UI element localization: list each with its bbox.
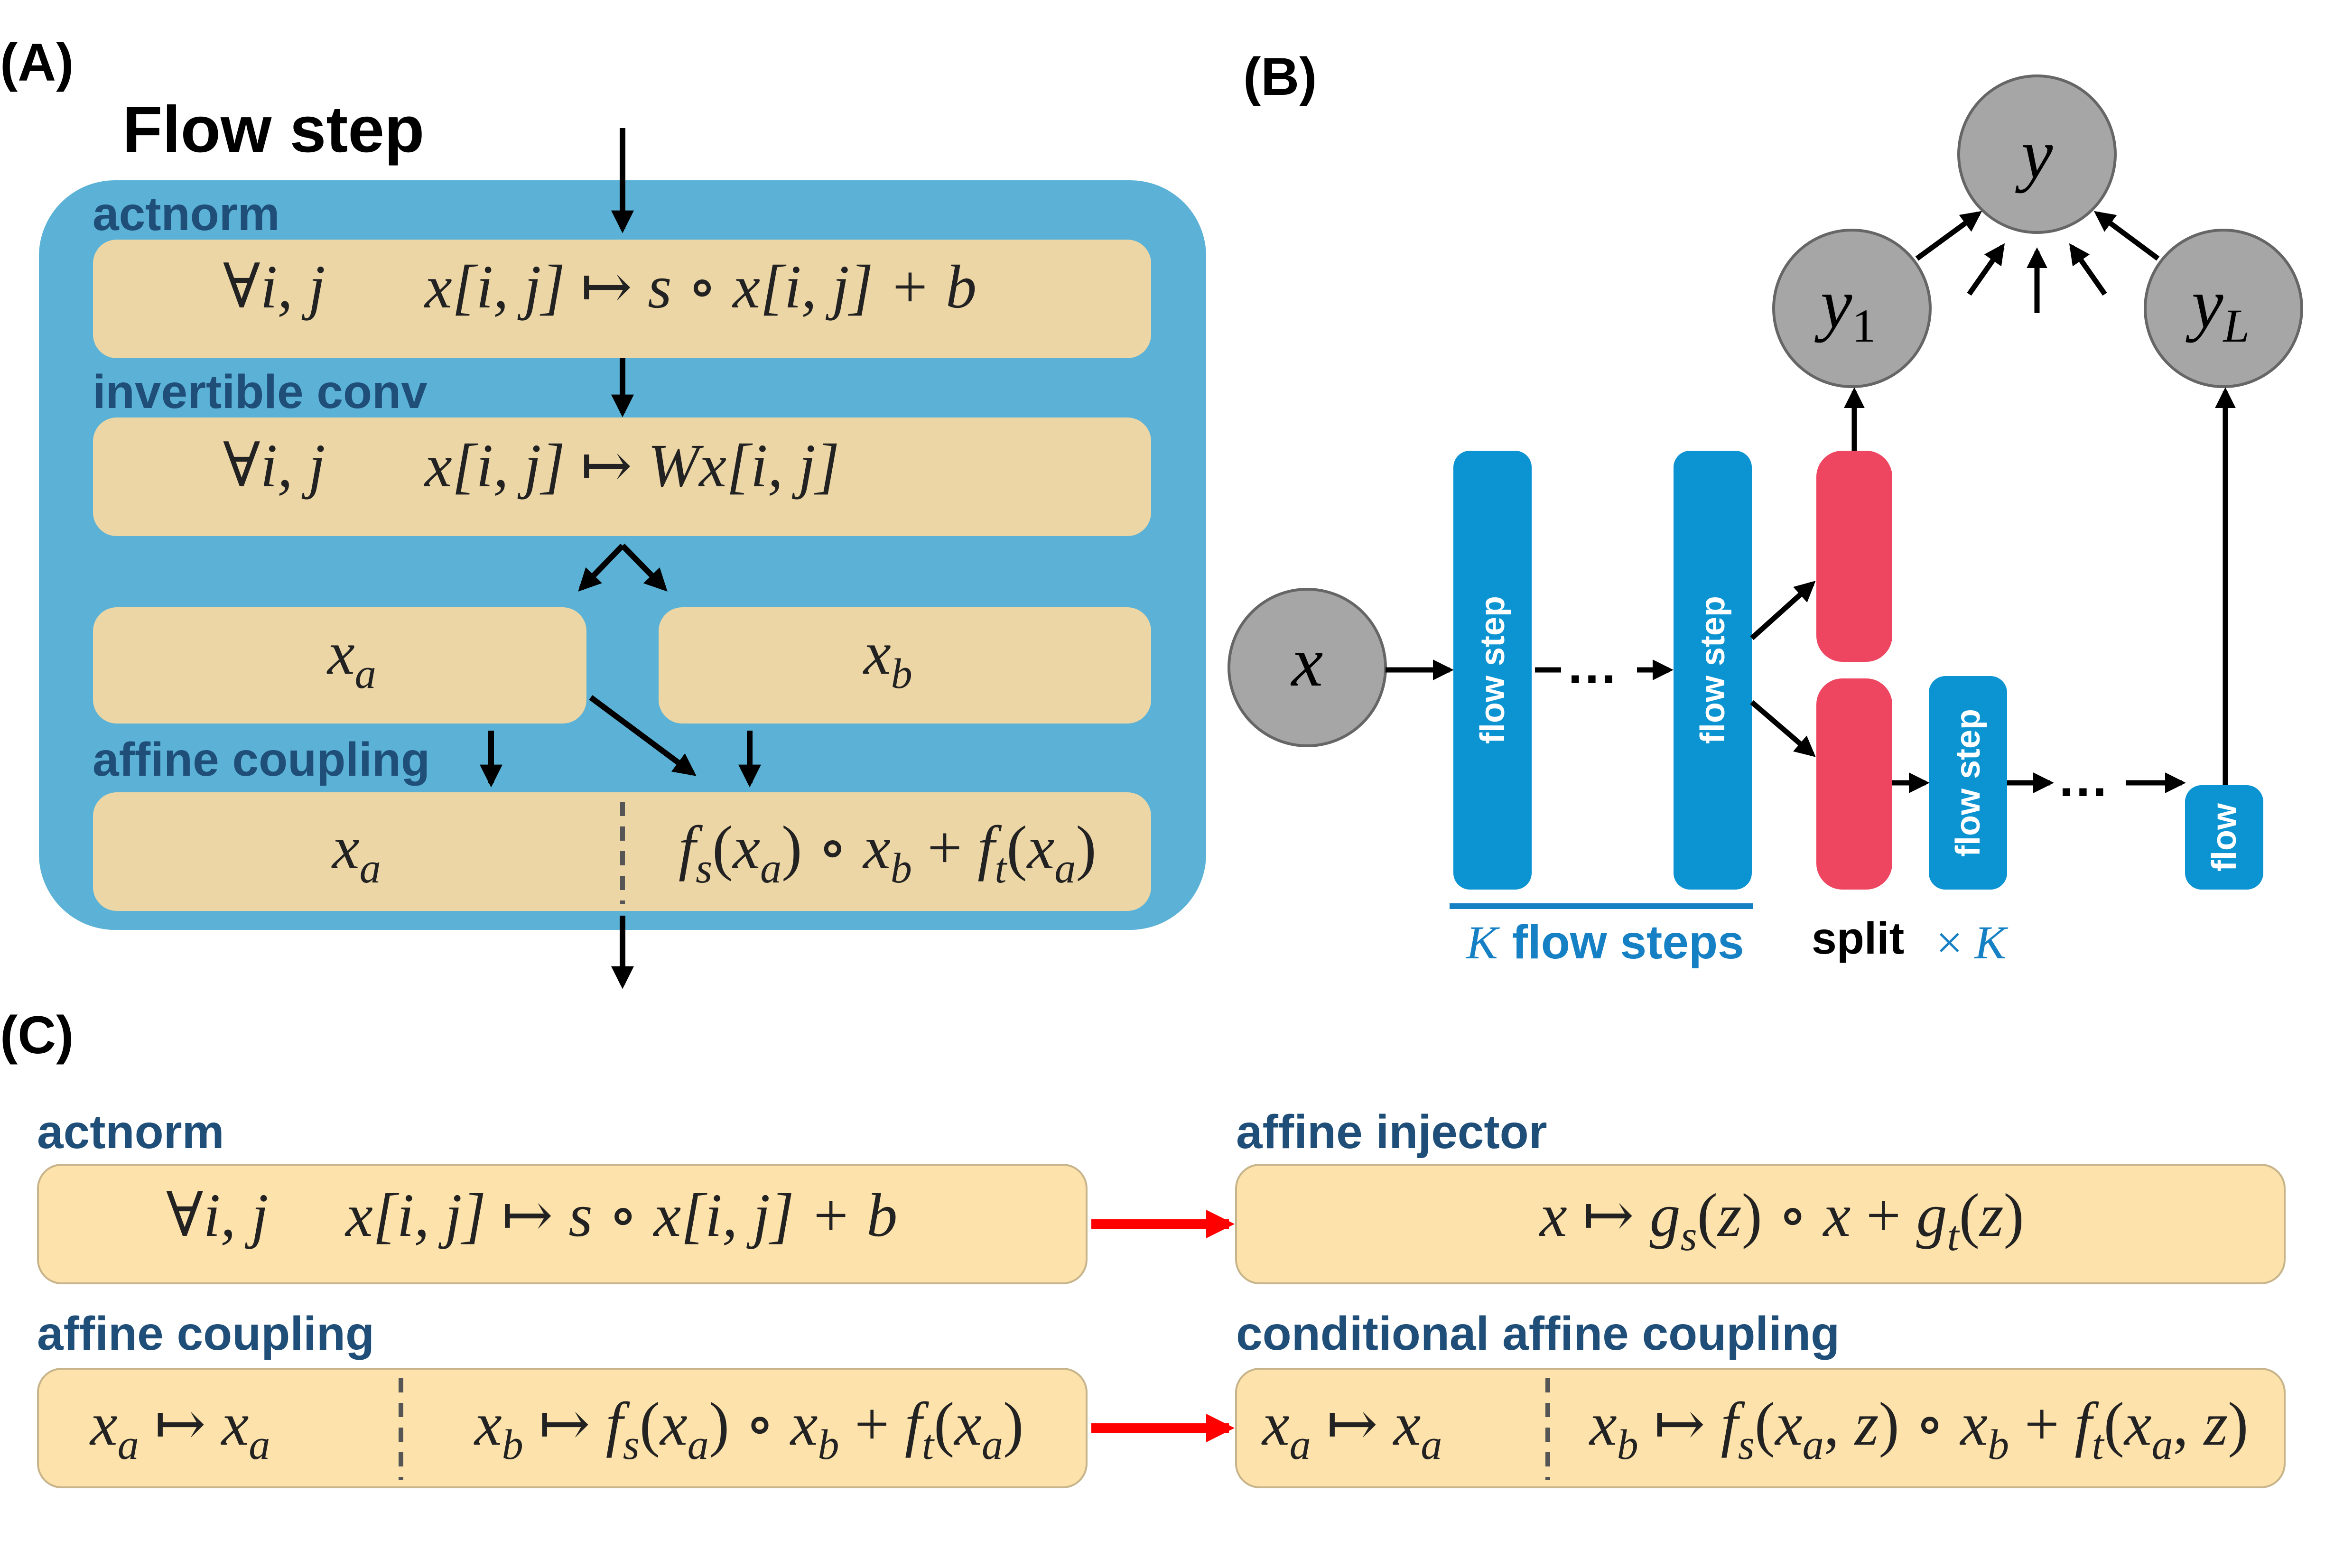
conditional-coupling-label: conditional affine coupling [1236,1307,1840,1360]
affine-injector-box [1235,1164,2286,1284]
split-block-top [1816,451,1892,662]
arrow-mid1-y [1967,243,2005,296]
flow-step-title: Flow step [122,93,424,166]
caption-split: split [1812,913,1904,964]
flow-step-block-1 [1453,451,1532,890]
affine-coupling-label: affine coupling [93,733,430,786]
arrow-y1-y [1915,211,1982,261]
flow-step-block-1-label: flow step [1474,596,1512,744]
arrow-yL-y [2093,211,2160,261]
dots-between-steps: … [1566,636,1618,695]
node-x-label: x [1291,622,1323,701]
arrow-mid3-y [2069,243,2107,296]
conditional-coupling-box [1235,1368,2286,1488]
conv-quantifier: ∀i, j [223,432,326,500]
flow-step-block-k-label: flow step [1694,596,1732,744]
panel-b-tag: (B) [1243,47,1317,106]
injector-formula: x ↦ gs(z) ∘ x + gt(z) [1539,1181,2024,1260]
c-coupling-right: xb ↦ fs(xa) ∘ xb + ft(xa) [474,1390,1023,1468]
arrow-to-split-bottom [1750,700,1816,757]
flow-step-panel [39,180,1206,930]
actnorm-quantifier: ∀i, j [223,253,326,321]
actnorm-label: actnorm [93,187,280,241]
node-y1-label: y1 [1814,264,1876,352]
flow-step-block-level2 [1929,676,2007,890]
split-left-text: xa [326,619,376,697]
cond-coupling-left: xa ↦ xa [1261,1390,1442,1468]
flow-block-last [2185,785,2263,890]
c-affine-coupling-box [37,1368,1088,1488]
actnorm-formula: x[i, j] ↦ s ∘ x[i, j] + b [424,253,976,321]
node-yL [2144,229,2303,388]
invertible-conv-box [93,418,1151,536]
affine-injector-label: affine injector [1236,1105,1547,1159]
node-yL-label: yL [2186,264,2250,352]
arrow-split-right [620,543,668,592]
conv-formula: x[i, j] ↦ Wx[i, j] [424,432,839,500]
node-y [1957,74,2117,234]
dots-between-levels: … [2057,749,2109,807]
actnorm-box [93,240,1151,358]
invertible-conv-label: invertible conv [93,365,428,418]
coupling-left-text: xa [331,814,381,892]
panel-c-tag: (C) [0,1005,74,1065]
caption-times-k: × K [1936,916,2008,969]
arrow-xa-diagonal [589,695,697,776]
coupling-right-text: fs(xa) ∘ xb + ft(xa) [679,814,1097,892]
flow-step-block-k [1674,451,1752,890]
arrow-split-left [578,543,625,592]
c-actnorm-label: actnorm [37,1105,224,1159]
c-actnorm-box [37,1164,1088,1284]
node-y1 [1772,229,1932,388]
split-right-text: xb [863,619,912,697]
split-right-box [659,607,1151,724]
c-coupling-left: xa ↦ xa [89,1390,270,1468]
cond-coupling-right: xb ↦ fs(xa, z) ∘ xb + ft(xa, z) [1589,1390,2248,1468]
node-y-label: y [2015,115,2053,194]
flow-step-block-level2-label: flow step [1949,709,1987,857]
split-left-box [93,607,586,724]
c-affine-coupling-label: affine coupling [37,1307,374,1360]
panel-a-tag: (A) [0,33,74,92]
split-block-bottom [1816,678,1892,890]
flow-block-last-label: flow [2205,803,2243,872]
arrow-to-split-top [1750,581,1816,640]
c-actnorm-formula: ∀i, j x[i, j] ↦ s ∘ x[i, j] + b [166,1181,897,1250]
